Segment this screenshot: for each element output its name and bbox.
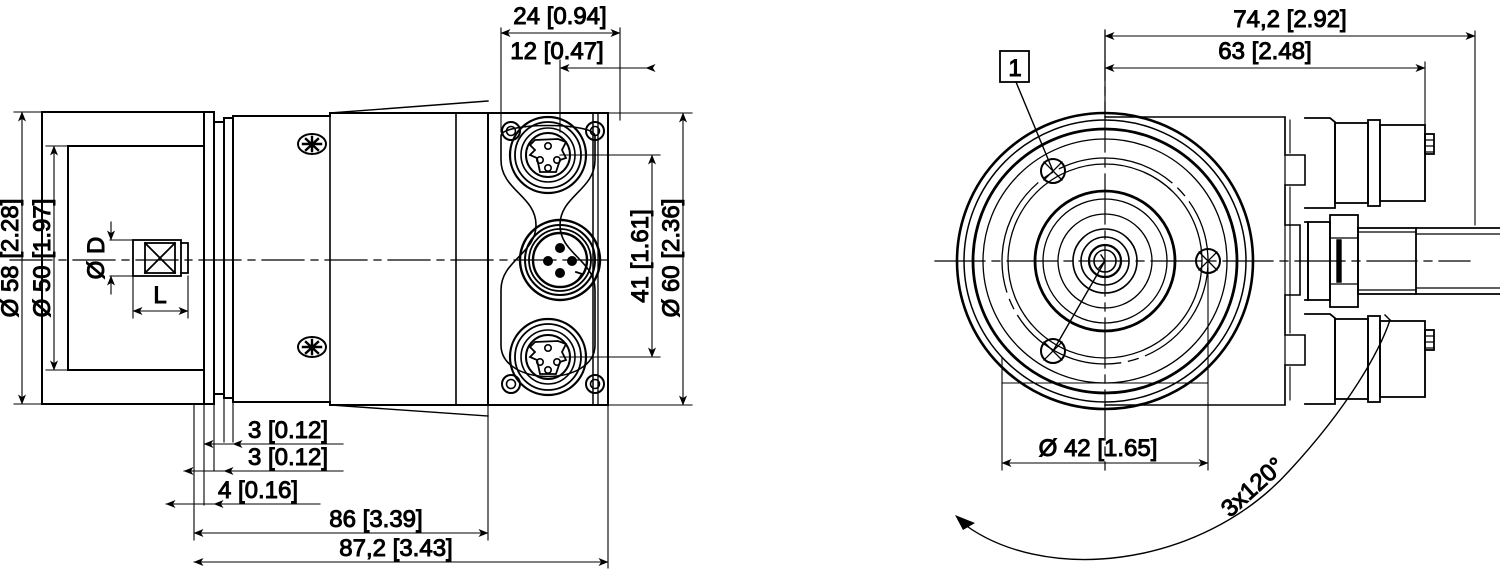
- dim-41-161-label: 41 [1.61]: [627, 209, 654, 302]
- dim-dia58-label: Ø 58 [2.28]: [0, 199, 24, 318]
- front-view-housing-block: [1104, 116, 1306, 406]
- dim-dia50: [45, 145, 69, 371]
- side-view-connector-plate: [487, 112, 609, 406]
- dim-dia60-label: Ø 60 [2.36]: [658, 199, 685, 318]
- dim-41-161: [559, 154, 661, 358]
- dim-shaft-len-label: L: [153, 282, 166, 309]
- side-view-flange: [41, 111, 205, 405]
- side-view-spacer-rings: [203, 111, 234, 405]
- cable-connector-top[interactable]: [1304, 117, 1435, 209]
- cable-connector-bottom[interactable]: [1304, 313, 1435, 405]
- dim-12-047: [559, 59, 656, 133]
- dim-742-292-label: 74,2 [2.92]: [1233, 6, 1346, 33]
- dim-shaft-dia-label: Ø D: [83, 237, 110, 280]
- dim-shaft-len: [132, 275, 189, 319]
- dim-12-047-label: 12 [0.47]: [510, 38, 603, 65]
- dim-dia42: [1001, 267, 1209, 471]
- balloon-callout-1-label: 1: [1008, 55, 1021, 82]
- dim-shaft-dia: [107, 221, 134, 295]
- dim-24-094: [500, 27, 621, 133]
- phillips-screw-top: [297, 133, 327, 155]
- leader-arrow-head: [1098, 254, 1106, 269]
- dim-dia58: [13, 111, 43, 405]
- dim-dia50-label: Ø 50 [1.97]: [29, 199, 56, 318]
- balloon-callout-1[interactable]: [999, 50, 1054, 172]
- side-view-shaft: [132, 239, 189, 277]
- phillips-screw-bottom: [297, 336, 327, 358]
- dim-dia42-label: Ø 42 [1.65]: [1039, 435, 1158, 462]
- dim-63-248: [1104, 61, 1426, 134]
- dim-3x120-label: 3x120°: [1216, 452, 1290, 522]
- dim-dia60: [607, 112, 693, 406]
- front-view-group: 1 74,2 [2.92] 63 [2.48] Ø 42 [1.65]: [934, 6, 1500, 561]
- dim-4-016-label: 4 [0.16]: [218, 477, 298, 504]
- dim-872-343-label: 87,2 [3.43]: [339, 535, 452, 562]
- leader-center-to-hole: [1052, 260, 1106, 352]
- dim-86-339-label: 86 [3.39]: [329, 506, 422, 533]
- dim-3x120: [955, 314, 1391, 561]
- dim-24-094-label: 24 [0.94]: [513, 3, 606, 30]
- dim-bottom-extensions: [203, 393, 609, 569]
- side-view-housing: [232, 100, 489, 417]
- dim-3-012-b-label: 3 [0.12]: [248, 444, 328, 471]
- dim-63-248-label: 63 [2.48]: [1218, 38, 1311, 65]
- dim-3-012-a-label: 3 [0.12]: [248, 417, 328, 444]
- side-view-group: 24 [0.94] 12 [0.47] Ø 58 [2.28] Ø 50 [1.…: [0, 3, 693, 569]
- cable-connector-middle[interactable]: [1304, 214, 1500, 308]
